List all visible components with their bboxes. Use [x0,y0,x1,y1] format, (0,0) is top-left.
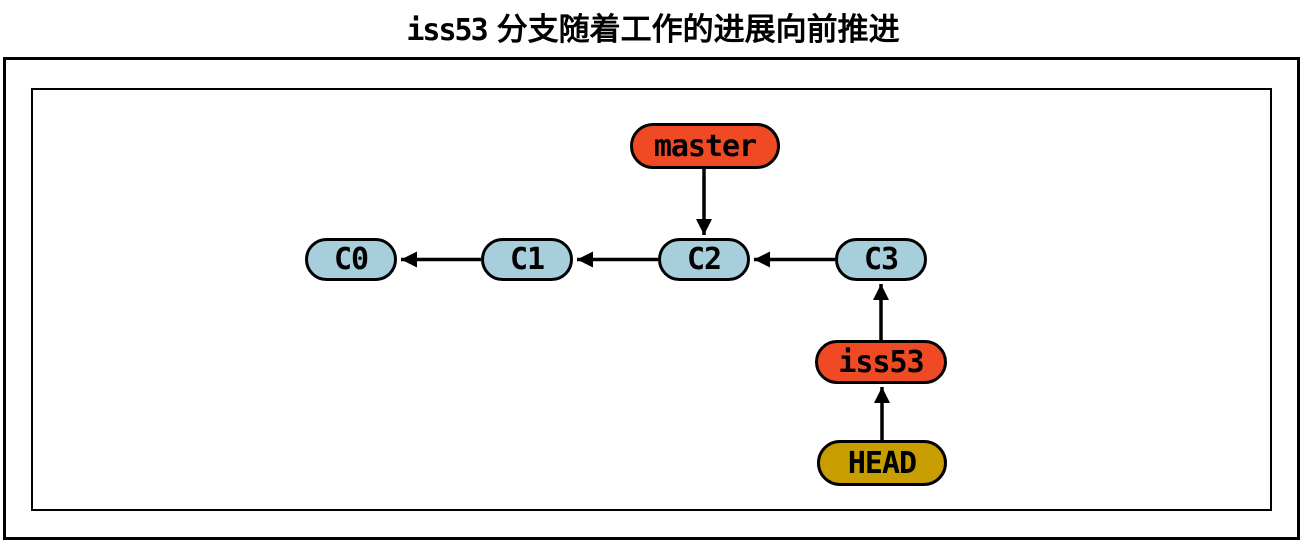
commit-node-c1-label: C1 [509,242,545,277]
branch-pointer-master-label: master [653,128,757,164]
head-pointer-label: HEAD [847,445,917,481]
branch-pointer-iss53: iss53 [815,340,947,384]
commit-node-c1: C1 [481,238,573,281]
commit-node-c3-label: C3 [863,242,899,277]
commit-node-c2: C2 [658,238,750,281]
figure-title-text: 分支随着工作的进展向前推进 [496,12,900,48]
figure-title-branch-code: iss53 [406,13,488,48]
commit-node-c0: C0 [305,238,397,281]
commit-node-c0-label: C0 [333,242,369,277]
head-pointer: HEAD [817,440,947,486]
commit-node-c3: C3 [835,238,927,281]
branch-pointer-iss53-label: iss53 [838,344,924,380]
commit-node-c2-label: C2 [686,242,722,277]
branch-pointer-master: master [630,123,780,169]
